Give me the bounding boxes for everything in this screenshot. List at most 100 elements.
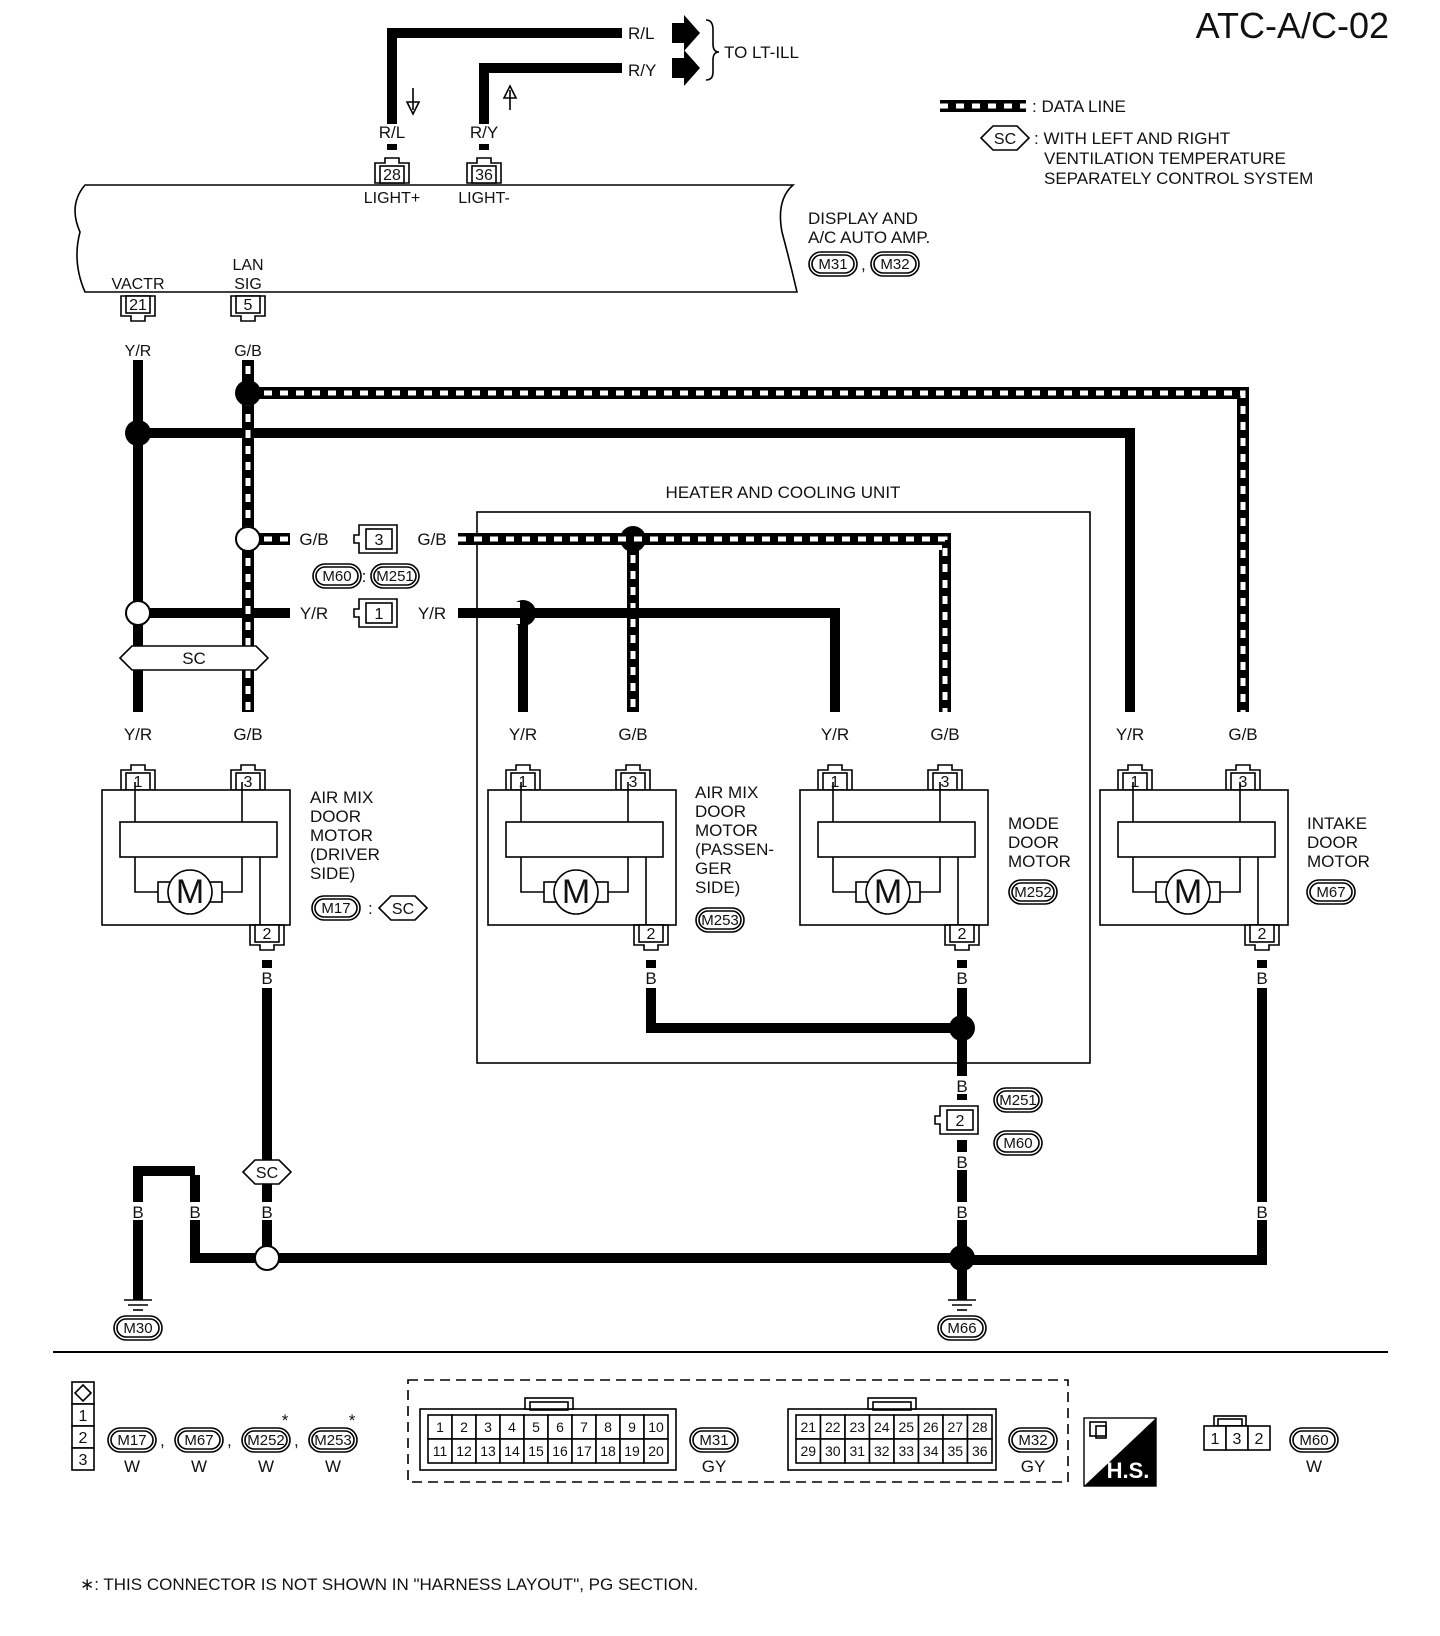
svg-text:G/B: G/B <box>1228 725 1257 744</box>
motor-icon: M <box>874 873 902 911</box>
svg-text:DOOR: DOOR <box>310 807 361 826</box>
connector-pin-label: 11 <box>433 1443 448 1459</box>
connector-pin-cell <box>595 1414 621 1440</box>
svg-text:AIR MIX: AIR MIX <box>310 788 373 807</box>
ground-icon <box>948 1299 976 1311</box>
svg-text:M251: M251 <box>999 1092 1037 1109</box>
arrow-up-icon <box>502 84 518 110</box>
svg-text:M31: M31 <box>818 256 847 273</box>
wire-ground-bus <box>190 1175 962 1263</box>
svg-text::: : <box>368 899 373 918</box>
svg-text:SC: SC <box>256 1165 278 1182</box>
svg-text:W: W <box>1306 1457 1322 1476</box>
sc-symbol: SC <box>242 1159 292 1185</box>
connector-tag-m60: M60 <box>993 1130 1043 1156</box>
connector-pin-label: 36 <box>972 1443 988 1459</box>
light-neg-label: LIGHT- <box>458 190 510 207</box>
legend-sc-desc-3: SEPARATELY CONTROL SYSTEM <box>1044 169 1313 188</box>
connector-tag-m252: M252 <box>1008 879 1058 905</box>
svg-text:Y/R: Y/R <box>821 725 849 744</box>
svg-text:1: 1 <box>1131 774 1140 791</box>
svg-text:M253: M253 <box>314 1432 352 1449</box>
connector-pin-label: 27 <box>947 1419 963 1435</box>
svg-text:G/B: G/B <box>233 725 262 744</box>
connector-pin-label: 13 <box>480 1443 496 1459</box>
sc-bar <box>118 645 270 671</box>
connector-pin-label: 15 <box>528 1443 544 1459</box>
ground-icon <box>124 1299 152 1311</box>
svg-text:M66: M66 <box>947 1320 976 1337</box>
connector-tag-m32: M32 <box>1008 1427 1058 1453</box>
connector-pin-label: 34 <box>923 1443 939 1459</box>
svg-text:W: W <box>124 1457 140 1476</box>
connector-tag-m252: M252 <box>241 1427 291 1453</box>
svg-text:B: B <box>261 969 272 988</box>
svg-text:2: 2 <box>1258 926 1267 943</box>
amp-name-1: DISPLAY AND <box>808 209 918 228</box>
svg-text:M253: M253 <box>701 912 739 929</box>
connector-pin-cell <box>427 1438 453 1464</box>
wire-light-neg <box>479 63 622 150</box>
legend: : DATA LINE SC : WITH LEFT AND RIGHT VEN… <box>940 97 1313 188</box>
ground-tag-m66: M66 <box>937 1315 987 1341</box>
svg-text:B: B <box>1256 969 1267 988</box>
connector-pin-label: 18 <box>600 1443 616 1459</box>
connector-pin-label: 21 <box>800 1419 816 1435</box>
svg-text:3: 3 <box>629 774 638 791</box>
sc-symbol: SC <box>378 895 428 921</box>
svg-text:2: 2 <box>79 1430 88 1447</box>
motor-icon: M <box>562 873 590 911</box>
svg-text:28: 28 <box>383 167 401 184</box>
motor-icon: M <box>1174 873 1202 911</box>
svg-text:B: B <box>645 969 656 988</box>
footnote: ∗: THIS CONNECTOR IS NOT SHOWN IN "HARNE… <box>80 1575 698 1594</box>
star-mark: * <box>349 1411 356 1430</box>
connector-pin-label: 25 <box>898 1419 914 1435</box>
svg-text:3: 3 <box>244 774 253 791</box>
heater-unit-label: HEATER AND COOLING UNIT <box>666 483 901 502</box>
svg-text:1: 1 <box>831 774 840 791</box>
svg-text:2: 2 <box>647 926 656 943</box>
connector-pin-label: 31 <box>849 1443 865 1459</box>
data-line-heater <box>458 533 951 720</box>
svg-text:DOOR: DOOR <box>695 802 746 821</box>
svg-text:M32: M32 <box>880 256 909 273</box>
svg-text:B: B <box>956 1153 967 1172</box>
connector-pin-label: 4 <box>508 1419 516 1435</box>
svg-text:SIDE): SIDE) <box>310 864 355 883</box>
connector-pin-label: 9 <box>628 1419 636 1435</box>
svg-text:36: 36 <box>475 167 493 184</box>
connector-pin-label: 20 <box>648 1443 664 1459</box>
svg-text:,: , <box>160 1431 165 1450</box>
connector-pin-label: 10 <box>648 1419 664 1435</box>
svg-text:G/B: G/B <box>618 725 647 744</box>
connector-pin-cell <box>868 1438 895 1464</box>
connector-tag-m60: M60 <box>1289 1427 1339 1453</box>
connector-pin-cell <box>819 1438 846 1464</box>
connector-pin-cell <box>571 1414 597 1440</box>
connector-pin-label: 8 <box>604 1419 612 1435</box>
svg-text::: : <box>362 567 367 586</box>
connector-pin-cell <box>451 1414 477 1440</box>
connector-frame <box>407 1379 1069 1483</box>
svg-text:B: B <box>1256 1203 1267 1222</box>
svg-text:M17: M17 <box>321 900 350 917</box>
svg-text:B: B <box>956 1203 967 1222</box>
connector-pin-label: 24 <box>874 1419 890 1435</box>
connector-tag-m251: M251 <box>993 1087 1043 1113</box>
connector-tag-m17: M17 <box>311 895 361 921</box>
wire-label-gb: G/B <box>299 530 328 549</box>
vactr-label: VACTR <box>111 276 164 293</box>
ground-tag-m30: M30 <box>113 1315 163 1341</box>
light-pos-label: LIGHT+ <box>364 190 420 207</box>
pin-vactr: 21 <box>120 295 156 322</box>
output-rl-label: R/L <box>628 24 654 43</box>
svg-text:W: W <box>325 1457 341 1476</box>
connector-pin-cell <box>795 1414 822 1440</box>
svg-text:SC: SC <box>392 901 414 918</box>
svg-text:W: W <box>191 1457 207 1476</box>
connector-pin-label: 33 <box>898 1443 914 1459</box>
sc-legend-symbol: SC <box>980 125 1030 151</box>
brace <box>705 19 720 81</box>
svg-text:M252: M252 <box>247 1432 285 1449</box>
